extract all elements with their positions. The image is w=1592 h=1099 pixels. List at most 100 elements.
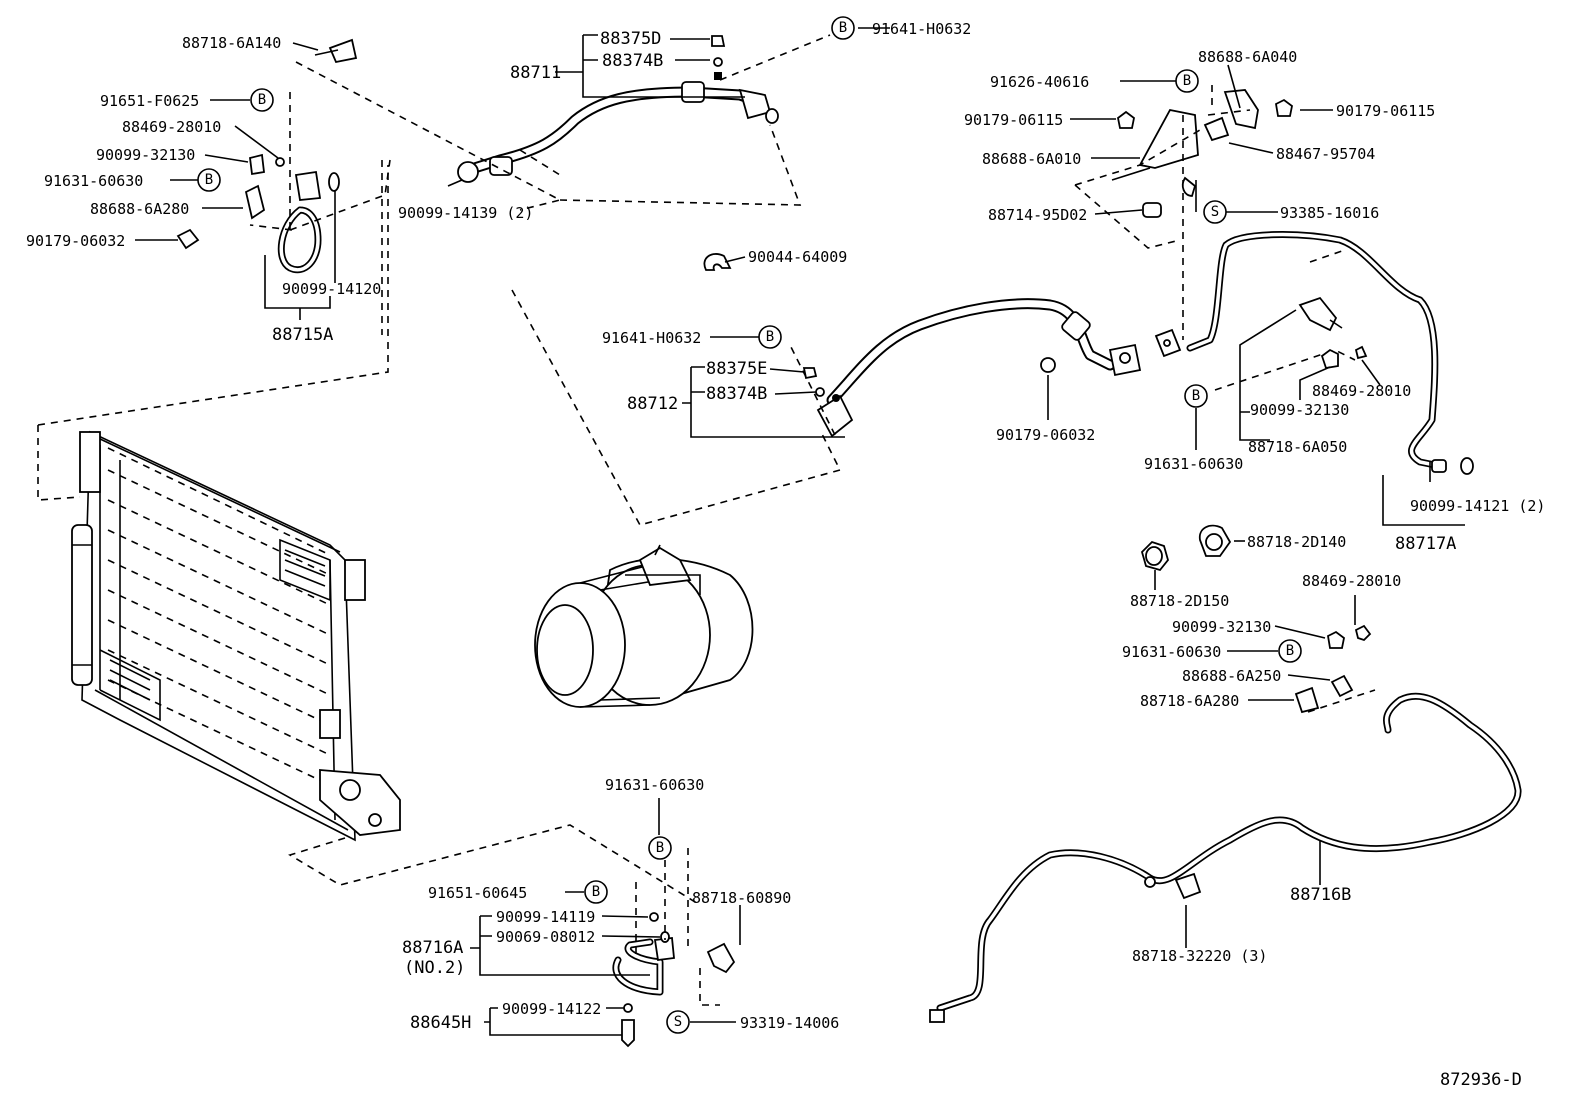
svg-text:S: S xyxy=(674,1014,682,1030)
cushion-88718-2D140 xyxy=(1198,524,1232,557)
label-90099-32130-right: 90099-32130 xyxy=(1250,401,1349,419)
clamp-88718-6A280 xyxy=(1294,686,1376,714)
oring-88374B-top xyxy=(713,57,723,80)
pressure-switch-88645H xyxy=(621,1003,635,1048)
marker-b-91651: B xyxy=(250,88,274,112)
label-91651-F0625: 91651-F0625 xyxy=(100,92,199,110)
label-88688-6A280: 88688-6A280 xyxy=(90,200,189,218)
bracket-88688-6A040 xyxy=(1207,85,1259,130)
label-90099-14121: 90099-14121 (2) xyxy=(1410,497,1545,515)
label-88467-95704: 88467-95704 xyxy=(1276,145,1375,163)
oring-88374B-mid xyxy=(815,387,825,397)
label-88718-2D150: 88718-2D150 xyxy=(1130,592,1229,610)
svg-text:B: B xyxy=(205,172,213,188)
label-88711: 88711 xyxy=(510,63,561,83)
label-88375E: 88375E xyxy=(706,359,767,379)
svg-text:B: B xyxy=(766,329,774,345)
label-88714-95D02: 88714-95D02 xyxy=(988,206,1087,224)
label-88718-6A050: 88718-6A050 xyxy=(1248,438,1347,456)
label-91631-60630-bottom: 91631-60630 xyxy=(605,776,704,794)
label-88718-6A280: 88718-6A280 xyxy=(1140,692,1239,710)
label-90099-14119: 90099-14119 xyxy=(496,908,595,926)
diagram-id: 872936-D xyxy=(1440,1070,1522,1090)
svg-text:S: S xyxy=(1211,204,1219,220)
label-91641-H0632-mid: 91641-H0632 xyxy=(602,329,701,347)
label-88688-6A040: 88688-6A040 xyxy=(1198,48,1297,66)
marker-b-91631-low: B xyxy=(1278,639,1302,663)
part-labels: 88718-6A140 88711 88375D 88374B 91641-H0… xyxy=(26,20,1545,1090)
label-88718-2D140: 88718-2D140 xyxy=(1247,533,1346,551)
label-90099-32130-low: 90099-32130 xyxy=(1172,618,1271,636)
label-88469-28010-low: 88469-28010 xyxy=(1302,572,1401,590)
pipe-88711 xyxy=(295,34,831,211)
clamp-93385-16016 xyxy=(1181,176,1197,212)
nut-90099-32130-low xyxy=(1327,630,1345,649)
label-88645H: 88645H xyxy=(410,1013,471,1033)
marker-b-91631-right: B xyxy=(1184,384,1208,408)
label-90099-14122: 90099-14122 xyxy=(502,1000,601,1018)
pipe-88716A-no2 xyxy=(612,848,689,996)
svg-text:B: B xyxy=(1286,643,1294,659)
nut-90179-06115-left xyxy=(1117,110,1135,129)
marker-b-91631-left: B xyxy=(197,168,221,192)
label-88716A: 88716A xyxy=(402,938,463,958)
marker-b-top: B xyxy=(831,16,855,40)
pipe-88716B xyxy=(929,692,1522,1023)
svg-text:B: B xyxy=(258,92,266,108)
label-88688-6A010: 88688-6A010 xyxy=(982,150,1081,168)
label-91631-60630-left: 91631-60630 xyxy=(44,172,143,190)
switch-88467-95704 xyxy=(1203,116,1230,142)
label-88718-32220: 88718-32220 (3) xyxy=(1132,947,1267,965)
label-88374B-mid: 88374B xyxy=(706,384,767,404)
compressor xyxy=(534,544,754,708)
label-88718-6A140: 88718-6A140 xyxy=(182,34,281,52)
marker-b-91651-bottom: B xyxy=(584,880,608,904)
label-90099-14120: 90099-14120 xyxy=(282,280,381,298)
label-93319-14006: 93319-14006 xyxy=(740,1014,839,1032)
label-93385-16016: 93385-16016 xyxy=(1280,204,1379,222)
label-88712: 88712 xyxy=(627,394,678,414)
condenser-assembly xyxy=(37,165,701,906)
label-90099-14139: 90099-14139 (2) xyxy=(398,204,533,222)
cushion-88718-2D150 xyxy=(1140,540,1169,572)
marker-s-93385: S xyxy=(1203,200,1227,224)
svg-text:B: B xyxy=(656,840,664,856)
leader-lines xyxy=(135,27,1381,1036)
label-91641-H0632-top: 91641-H0632 xyxy=(872,20,971,38)
label-88715A: 88715A xyxy=(272,325,333,345)
label-90179-06032-mid: 90179-06032 xyxy=(996,426,1095,444)
label-88717A: 88717A xyxy=(1395,534,1456,554)
cushion-88714-95D02 xyxy=(1142,202,1162,218)
pipe-88712 xyxy=(511,289,1142,526)
bracket-88718-60890 xyxy=(699,942,736,1006)
clip-88718-6A140 xyxy=(314,38,358,64)
pipe-88717A xyxy=(1154,231,1474,526)
label-88688-6A250: 88688-6A250 xyxy=(1182,667,1281,685)
clip-90044-64009 xyxy=(703,253,732,271)
bracket-88688-6A250 xyxy=(1330,674,1354,698)
label-90179-06115-right: 90179-06115 xyxy=(1336,102,1435,120)
label-91631-60630-right: 91631-60630 xyxy=(1144,455,1243,473)
svg-text:B: B xyxy=(839,20,847,36)
label-91651-60645: 91651-60645 xyxy=(428,884,527,902)
svg-text:B: B xyxy=(592,884,600,900)
bracket-88688-6A010 xyxy=(1074,108,1201,340)
marker-b-91641-mid: B xyxy=(758,325,782,349)
nut-90179-06115-right xyxy=(1275,98,1293,117)
label-90069-08012: 90069-08012 xyxy=(496,928,595,946)
label-88469-28010-right: 88469-28010 xyxy=(1312,382,1411,400)
label-88469-28010-left: 88469-28010 xyxy=(122,118,221,136)
marker-s-93319: S xyxy=(666,1010,690,1034)
marker-b-91631-bottom: B xyxy=(648,836,672,860)
nut-88375D xyxy=(711,35,726,47)
label-90179-06115-left: 90179-06115 xyxy=(964,111,1063,129)
label-90044-64009: 90044-64009 xyxy=(748,248,847,266)
nut-88469-28010-low xyxy=(1354,624,1372,642)
label-88375D: 88375D xyxy=(600,29,661,49)
pipe-88715A xyxy=(176,92,391,335)
label-90099-32130-left: 90099-32130 xyxy=(96,146,195,164)
label-88716A-no2: (NO.2) xyxy=(404,958,465,978)
label-88716B: 88716B xyxy=(1290,885,1351,905)
label-90179-06032-left: 90179-06032 xyxy=(26,232,125,250)
